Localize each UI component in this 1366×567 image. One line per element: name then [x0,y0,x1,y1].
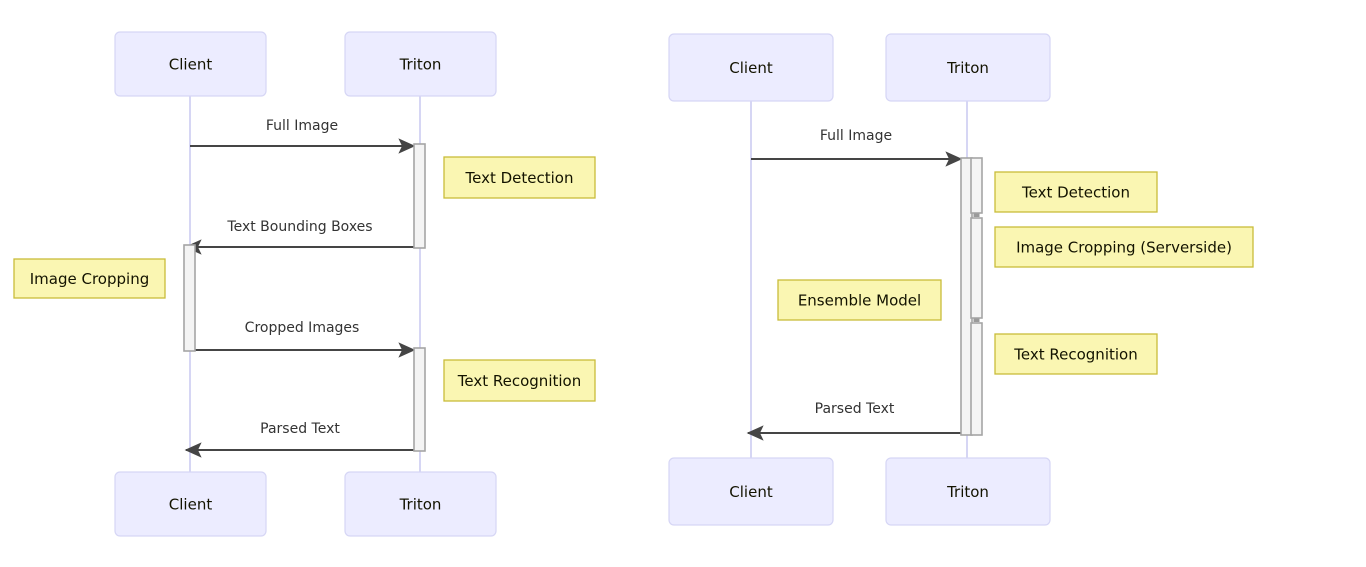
message-label-full-image: Full Image [820,128,892,144]
actor-box-client-bottom[interactable] [114,471,267,537]
note-text-detection-box[interactable] [994,171,1158,213]
actor-box-triton-bottom[interactable] [344,471,497,537]
message-label-text-bounding-boxes: Text Bounding Boxes [226,219,372,235]
actor-box-client-top[interactable] [668,33,834,102]
actor-label-triton-top: Triton [946,59,989,77]
note-image-cropping-box[interactable] [13,258,166,299]
activation-client-image-cropping [183,244,196,352]
actor-box-triton-top[interactable] [885,33,1051,102]
activation-triton-inner-image-cropping [970,217,983,319]
message-label-cropped-images: Cropped Images [245,320,360,336]
actor-label-client-top: Client [729,59,773,77]
actor-label-triton-bottom: Triton [946,483,989,501]
note-text-detection-label: Text Detection [1021,184,1130,202]
message-label-parsed-text: Parsed Text [260,421,340,437]
note-text-detection-label: Text Detection [465,169,574,187]
activation-divider [973,213,980,217]
note-text-detection-box[interactable] [443,156,596,199]
actor-label-client-top: Client [169,56,213,74]
message-label-full-image: Full Image [266,118,338,134]
actor-label-triton-bottom: Triton [399,496,442,514]
message-label-parsed-text: Parsed Text [815,401,895,417]
activation-triton-text-recognition [413,347,426,452]
activation-triton-inner-text-recognition [970,322,983,436]
actor-label-client-bottom: Client [169,496,213,514]
actor-box-client-top[interactable] [114,31,267,97]
note-image-cropping-label: Image Cropping [30,270,149,288]
activation-triton-inner-text-detection [970,157,983,214]
note-text-recognition-box[interactable] [443,359,596,402]
actor-box-triton-top[interactable] [344,31,497,97]
note-text-recognition-box[interactable] [994,333,1158,375]
note-ensemble-model-box[interactable] [777,279,942,321]
actor-box-client-bottom[interactable] [668,457,834,526]
note-image-cropping-serverside-label: Image Cropping (Serverside) [1016,239,1232,257]
note-text-recognition-label: Text Recognition [1013,346,1137,364]
note-text-recognition-label: Text Recognition [457,372,581,390]
note-image-cropping-serverside-box[interactable] [994,226,1254,268]
actor-box-triton-bottom[interactable] [885,457,1051,526]
actor-label-client-bottom: Client [729,483,773,501]
activation-divider [973,318,980,322]
note-ensemble-model-label: Ensemble Model [798,292,921,310]
activation-triton-text-detection [413,143,426,249]
actor-label-triton-top: Triton [399,56,442,74]
